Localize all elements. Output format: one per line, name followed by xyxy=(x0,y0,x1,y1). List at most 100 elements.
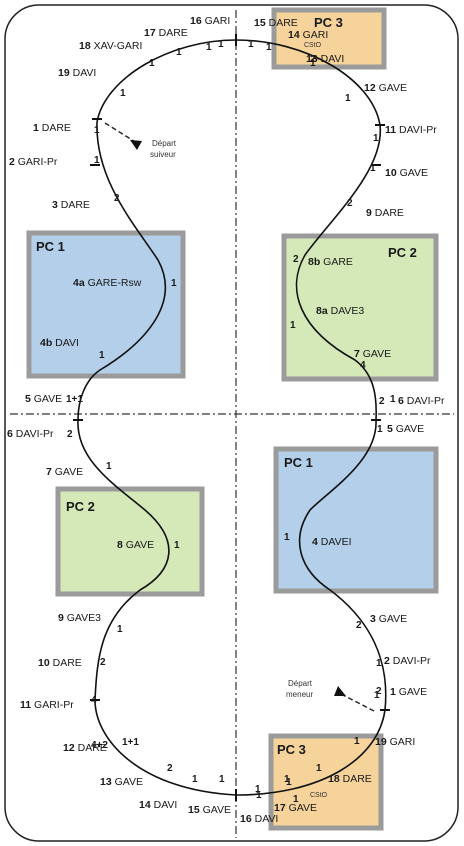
station-name: DAVI-Pr xyxy=(16,428,54,440)
station-number: 13 xyxy=(100,776,115,788)
station-label: 12 GAVE xyxy=(364,82,407,94)
segment-count: 1 xyxy=(310,58,316,69)
station-name: GARE xyxy=(323,256,353,268)
station-name: GAVE xyxy=(379,82,407,94)
segment-count: 2 xyxy=(356,620,362,631)
station-name: DARE xyxy=(42,122,71,134)
station-name: DAVI xyxy=(255,813,279,825)
station-name: DAVI-Pr xyxy=(393,655,431,667)
station-name: GAVE xyxy=(363,348,391,360)
station-name: DAVI xyxy=(73,67,97,79)
station-number: 7 xyxy=(354,348,363,360)
station-number: 18 xyxy=(79,40,94,52)
pc1-left-title: PC 1 xyxy=(36,239,65,254)
station-label: 10 DARE xyxy=(38,657,82,669)
station-label: 1 GAVE xyxy=(390,686,427,698)
pc1-right-box xyxy=(273,446,439,594)
segment-count: 1 xyxy=(284,774,290,785)
station-number: 16 xyxy=(240,813,255,825)
station-label: 4 DAVEI xyxy=(312,536,352,548)
station-number: 11 xyxy=(20,699,34,711)
station-label: 15 DARE xyxy=(254,17,298,29)
station-label: 7 GAVE xyxy=(46,466,83,478)
depart-suiveur-arrow xyxy=(104,122,142,150)
station-number: 10 xyxy=(38,657,53,669)
station-name: DARE xyxy=(343,773,372,785)
station-name: GAVE xyxy=(396,423,424,435)
station-name: DAVE3 xyxy=(331,305,365,317)
station-number: 9 xyxy=(58,612,67,624)
station-label: 16 DAVI xyxy=(240,813,278,825)
station-name: XAV-GARI xyxy=(94,40,143,52)
pc2-right-title: PC 2 xyxy=(388,245,417,260)
segment-count: 4+2 xyxy=(91,740,108,751)
station-name: GAVE xyxy=(115,776,143,788)
station-number: 1 xyxy=(33,122,42,134)
station-number: 19 xyxy=(375,736,390,748)
station-number: 4 xyxy=(312,536,321,548)
station-label: 4a GARE-Rsw xyxy=(73,277,142,289)
segment-count: 1 xyxy=(377,424,383,435)
station-label: 14 DAVI xyxy=(139,799,177,811)
pc2-right-box xyxy=(281,233,439,382)
station-label: 9 GAVE3 xyxy=(58,612,101,624)
segment-count: 1 xyxy=(390,394,396,405)
station-number: 10 xyxy=(385,167,400,179)
station-number: 7 xyxy=(46,466,55,478)
station-name: DAVEI xyxy=(321,536,352,548)
segment-count: 2 xyxy=(379,396,385,407)
station-label: 1 DARE xyxy=(33,122,71,134)
segment-count: 1 xyxy=(373,133,379,144)
station-name: DARE xyxy=(61,199,90,211)
station-number: 17 xyxy=(144,27,159,39)
station-name: GARI-Pr xyxy=(18,156,58,168)
station-number: 2 xyxy=(9,156,18,168)
station-label: 11 GARI-Pr xyxy=(20,699,74,711)
segment-count: 1 xyxy=(266,42,272,53)
station-label: 2 DAVI-Pr xyxy=(384,655,431,667)
segment-count: 1 xyxy=(286,777,292,788)
cstc-label-top: CStO xyxy=(304,42,322,49)
depart-suiveur-line2: suiveur xyxy=(150,150,176,159)
station-name: GAVE xyxy=(203,804,231,816)
outer-frame xyxy=(4,4,459,842)
station-name: DARE xyxy=(78,742,107,754)
station-number: 5 xyxy=(387,423,396,435)
station-label: 4b DAVI xyxy=(40,337,79,349)
station-number: 4a xyxy=(73,277,88,289)
station-name: GAVE xyxy=(34,393,62,405)
pc2-left-title: PC 2 xyxy=(66,499,95,514)
station-number: 4b xyxy=(40,337,55,349)
station-label: 9 DARE xyxy=(366,207,404,219)
segment-count: 1+1 xyxy=(66,394,83,405)
segment-count: 4 xyxy=(91,695,97,706)
station-label: 10 GAVE xyxy=(385,167,428,179)
station-name: GAVE3 xyxy=(67,612,101,624)
station-label: 6 DAVI-Pr xyxy=(7,428,54,440)
segment-count: 4 xyxy=(360,360,366,371)
station-label: 8a DAVE3 xyxy=(316,305,364,317)
station-name: GAVE xyxy=(126,539,154,551)
station-label: 13 DAVI xyxy=(306,53,344,65)
track-ticks xyxy=(73,34,390,801)
station-number: 8b xyxy=(308,256,323,268)
station-label: 5 GAVE xyxy=(387,423,424,435)
station-label: 3 GAVE xyxy=(370,613,407,625)
station-label: 13 GAVE xyxy=(100,776,143,788)
station-label: 11 DAVI-Pr xyxy=(385,124,437,136)
pc3-top-title: PC 3 xyxy=(314,15,343,30)
segment-count: 2 xyxy=(310,54,316,65)
pc2-left-box xyxy=(55,486,205,597)
depart-suiveur-line1: Départ xyxy=(152,139,177,148)
station-label: 15 GAVE xyxy=(188,804,231,816)
depart-meneur-line1: Départ xyxy=(288,679,313,688)
station-name: GARI xyxy=(303,29,329,41)
station-name: DARE xyxy=(375,207,404,219)
station-label: 18 XAV-GARI xyxy=(79,40,142,52)
station-name: DAVI xyxy=(154,799,178,811)
station-name: DAVI xyxy=(55,337,79,349)
